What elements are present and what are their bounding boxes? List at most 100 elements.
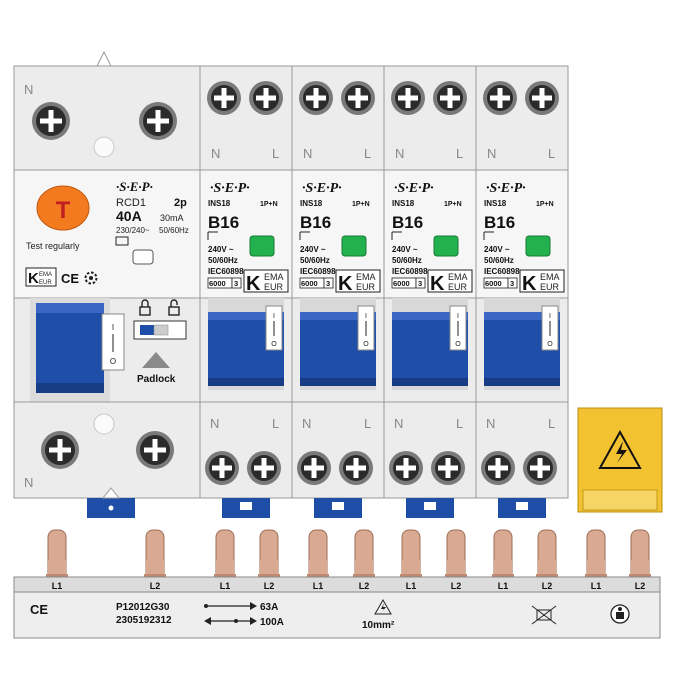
svg-text:EUR: EUR xyxy=(39,280,52,286)
busbar-pin xyxy=(536,529,558,581)
breaker-brand: ·S·E·P· xyxy=(302,181,342,196)
svg-text:K: K xyxy=(246,273,261,295)
breaker-frequency: 50/60Hz xyxy=(300,256,330,265)
rcd-top-terminal-label: N xyxy=(24,82,33,97)
kema-bottom: EUR xyxy=(264,282,284,292)
rcd-module: N T Test regularly ·S·E·P· RCD1 2p 40A 3… xyxy=(13,50,201,518)
breaker-poles: 1P+N xyxy=(260,201,278,208)
kema-bottom: EUR xyxy=(540,282,560,292)
voltage-triangle-icon xyxy=(374,598,392,615)
busbar-pin xyxy=(629,529,651,581)
screw-icon[interactable] xyxy=(433,81,467,115)
busbar-phase-label: L2 xyxy=(635,581,646,591)
breaker-voltage: 240V ~ xyxy=(484,245,510,254)
screw-icon[interactable] xyxy=(431,451,465,485)
screw-icon[interactable] xyxy=(391,81,425,115)
busbar-phase-label: L1 xyxy=(52,581,63,591)
rcd-name: RCD1 xyxy=(116,197,146,209)
breaker-status-indicator xyxy=(341,235,367,257)
busbar-pin xyxy=(46,529,68,581)
high-voltage-warning-icon xyxy=(598,429,642,469)
breaker-din-clip xyxy=(314,498,362,518)
screw-icon[interactable] xyxy=(389,451,423,485)
test-label: Test regularly xyxy=(26,241,80,251)
busbar-phase-label: L1 xyxy=(220,581,231,591)
svg-text:I: I xyxy=(549,313,551,320)
busbar-cross-section: 10mm² xyxy=(362,620,395,631)
rcd-top-notch xyxy=(96,50,112,67)
padlock-label: Padlock xyxy=(137,374,176,385)
busbar-phase-label: L2 xyxy=(150,581,161,591)
breaker-voltage: 240V ~ xyxy=(392,245,418,254)
read-manual-icon xyxy=(610,604,630,624)
padlock-arrow-icon xyxy=(142,352,170,368)
screw-icon[interactable] xyxy=(247,451,281,485)
kema-top: EMA xyxy=(264,272,284,282)
screw-icon[interactable] xyxy=(207,81,241,115)
breaker-din-clip xyxy=(222,498,270,518)
busbar-pins xyxy=(46,529,651,581)
breaker-top-terminal-n: N xyxy=(303,146,312,161)
screw-icon[interactable] xyxy=(205,451,239,485)
kema-logo: K EMA EUR xyxy=(25,267,57,287)
breaker-standard: IEC60898 xyxy=(300,267,336,276)
screw-icon[interactable] xyxy=(139,102,177,140)
rcd-bottom-terminal-label: N xyxy=(24,475,33,490)
screw-icon[interactable] xyxy=(249,81,283,115)
breaker-standard: IEC60898 xyxy=(484,267,520,276)
busbar-phase-label: L1 xyxy=(498,581,509,591)
svg-text:I: I xyxy=(273,313,275,320)
busbar-body xyxy=(13,591,661,639)
breaker-class: 3 xyxy=(326,279,330,288)
breaker-top-terminal-l: L xyxy=(272,146,279,161)
screw-icon[interactable] xyxy=(299,81,333,115)
screw-icon[interactable] xyxy=(483,81,517,115)
breaker-rating: B16 xyxy=(300,213,331,232)
svg-text:EMA: EMA xyxy=(39,272,52,278)
screw-icon[interactable] xyxy=(297,451,331,485)
busbar-serial: 2305192312 xyxy=(116,615,172,626)
warning-cover[interactable] xyxy=(577,407,663,513)
busbar-pin xyxy=(214,529,236,581)
rcd-hole xyxy=(93,136,115,158)
breaker-class: 3 xyxy=(418,279,422,288)
screw-icon[interactable] xyxy=(32,102,70,140)
screw-icon[interactable] xyxy=(481,451,515,485)
busbar-part-number: P12012G30 xyxy=(116,602,170,613)
screw-icon[interactable] xyxy=(339,451,373,485)
busbar-pin xyxy=(307,529,329,581)
rcd-sensitivity: 30mA xyxy=(160,213,184,223)
screw-icon[interactable] xyxy=(523,451,557,485)
breaker-capacity: 6000 xyxy=(485,279,502,288)
breaker-model: INS18 xyxy=(484,199,507,208)
kema-bottom: EUR xyxy=(356,282,376,292)
test-button[interactable] xyxy=(36,185,90,231)
screw-icon[interactable] xyxy=(136,431,174,469)
rcd-symbol-icon xyxy=(115,236,129,246)
breaker-voltage: 240V ~ xyxy=(300,245,326,254)
breaker-bottom-terminal-n: N xyxy=(486,416,495,431)
breaker-status-indicator xyxy=(433,235,459,257)
breaker-top-terminal-block xyxy=(475,65,569,171)
breaker-rating: B16 xyxy=(392,213,423,232)
screw-icon[interactable] xyxy=(525,81,559,115)
svg-text:I: I xyxy=(112,323,114,332)
rcd-status-window xyxy=(132,249,154,265)
busbar-label-strip xyxy=(13,576,661,593)
busbar-ce-mark: CE xyxy=(30,602,48,617)
busbar-pin xyxy=(492,529,514,581)
breaker-top-terminal-block xyxy=(291,65,385,171)
screw-icon[interactable] xyxy=(341,81,375,115)
breaker-top-terminal-n: N xyxy=(395,146,404,161)
rcd-handle[interactable] xyxy=(36,303,104,393)
breaker-top-terminal-n: N xyxy=(487,146,496,161)
screw-icon[interactable] xyxy=(41,431,79,469)
busbar-phase-label: L1 xyxy=(591,581,602,591)
svg-text:I: I xyxy=(365,313,367,320)
breaker-poles: 1P+N xyxy=(444,201,462,208)
breaker-model: INS18 xyxy=(300,199,323,208)
